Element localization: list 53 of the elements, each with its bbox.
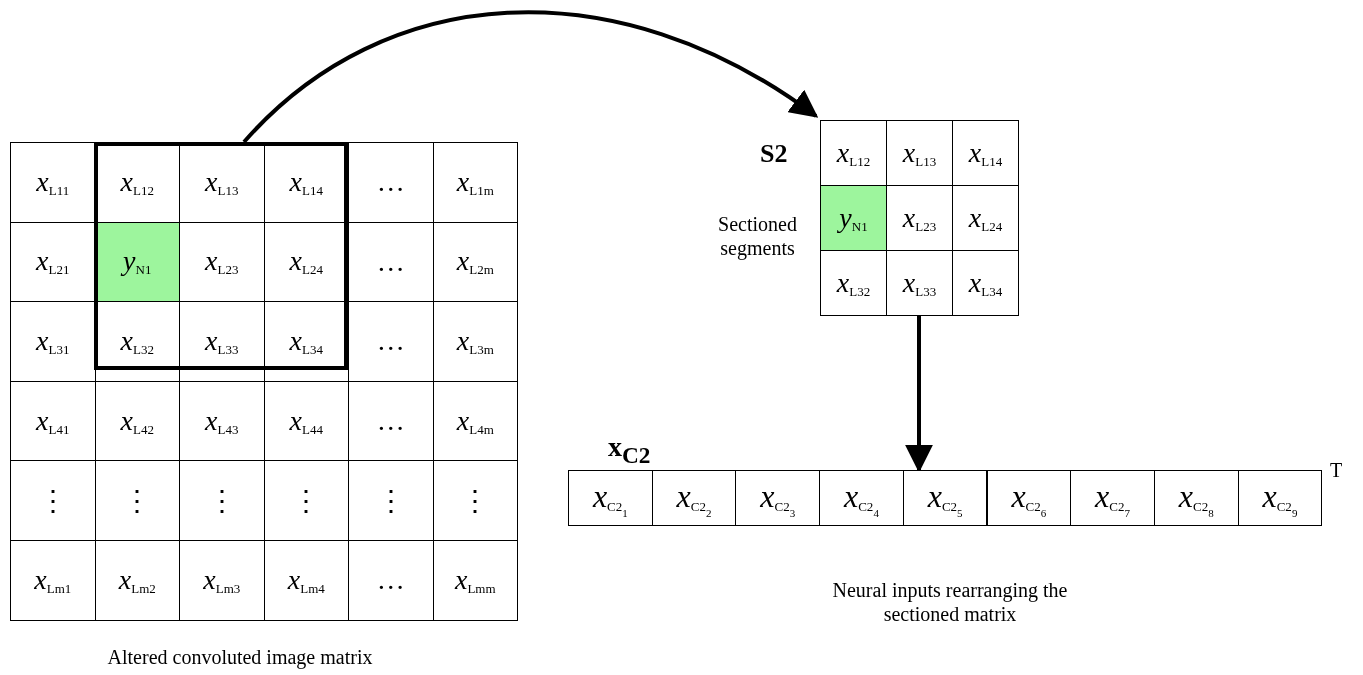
- matrix-entry: x$_{L24}$: [289, 245, 323, 279]
- arrow: [242, 10, 819, 144]
- matrix-entry: x$_{L33}$: [205, 325, 239, 358]
- matrix-entry: x$_{L23}$: [205, 245, 239, 279]
- matrix-entry: x$_{L12}$: [836, 136, 871, 170]
- matrix-entry: ⋮: [376, 484, 405, 518]
- matrix-entry: x$_{L2m}$: [456, 245, 494, 279]
- matrix-entry: x$_{L21}$: [36, 245, 70, 279]
- matrix-entry: x$_{L3m}$: [456, 325, 494, 358]
- transpose-mark: T: [1328, 458, 1344, 482]
- matrix-entry: x$_{L32}$: [836, 266, 871, 300]
- matrix-grid: [10, 142, 518, 620]
- matrix-caption: Altered convoluted image matrix: [106, 645, 374, 669]
- matrix-entry: x$_{Lm2}$: [118, 563, 156, 597]
- matrix-entry: ⋮: [461, 484, 490, 518]
- matrix-entry: x$_{L34}$: [968, 266, 1003, 300]
- matrix-entry: x$_{L33}$: [902, 266, 937, 300]
- matrix-entry: x$_{L44}$: [289, 404, 323, 438]
- matrix-entry: …: [376, 166, 405, 199]
- matrix-heading: S2: [760, 138, 788, 170]
- matrix-entry: x$_{L41}$: [36, 404, 70, 438]
- matrix-entry: x$_{L13}$: [902, 136, 937, 170]
- matrix-heading: x$_{C2}$: [608, 430, 651, 470]
- matrix-entry: x$_{L12}$: [120, 165, 154, 199]
- matrix-entry: …: [376, 405, 405, 438]
- matrix-entry: x$_{L24}$: [968, 201, 1003, 235]
- matrix-entry: …: [376, 325, 405, 358]
- matrix-entry: ⋮: [207, 484, 236, 518]
- matrix-entry: ⋮: [38, 484, 67, 518]
- matrix-entry: x$_{L42}$: [120, 404, 154, 438]
- matrix-entry: x$_{L1m}$: [456, 165, 494, 199]
- matrix-caption: Sectioned segments: [717, 212, 798, 260]
- matrix-entry: x$_{L11}$: [36, 165, 70, 199]
- matrix-entry: x$_{Lm1}$: [34, 563, 72, 597]
- matrix-entry: x$_{L23}$: [902, 201, 937, 235]
- matrix-entry: x$_{Lm3}$: [203, 563, 241, 597]
- matrix-entry: x$_{L4m}$: [456, 404, 494, 438]
- matrix-entry: x$_{L34}$: [289, 325, 323, 358]
- matrix-entry: ⋮: [292, 484, 321, 518]
- matrix-entry: x$_{Lmm}$: [454, 563, 496, 597]
- vector-caption: Neural inputs rearranging the sectioned matrix: [831, 578, 1069, 626]
- matrix-entry: x$_{L14}$: [968, 136, 1003, 170]
- matrix-entry: …: [376, 564, 405, 597]
- matrix-entry: x$_{L32}$: [120, 325, 154, 358]
- matrix-entry: x$_{Lm4}$: [287, 563, 325, 597]
- selection-window: [94, 142, 348, 370]
- matrix-entry: x$_{L14}$: [289, 165, 323, 199]
- matrix-entry: ⋮: [123, 484, 152, 518]
- matrix-entry: x$_{L31}$: [36, 325, 70, 358]
- matrix-entry: …: [376, 245, 405, 278]
- matrix-entry: x$_{L13}$: [205, 165, 239, 199]
- matrix-entry: x$_{L43}$: [205, 404, 239, 438]
- matrix-entry: y$_{N1}$: [839, 201, 868, 235]
